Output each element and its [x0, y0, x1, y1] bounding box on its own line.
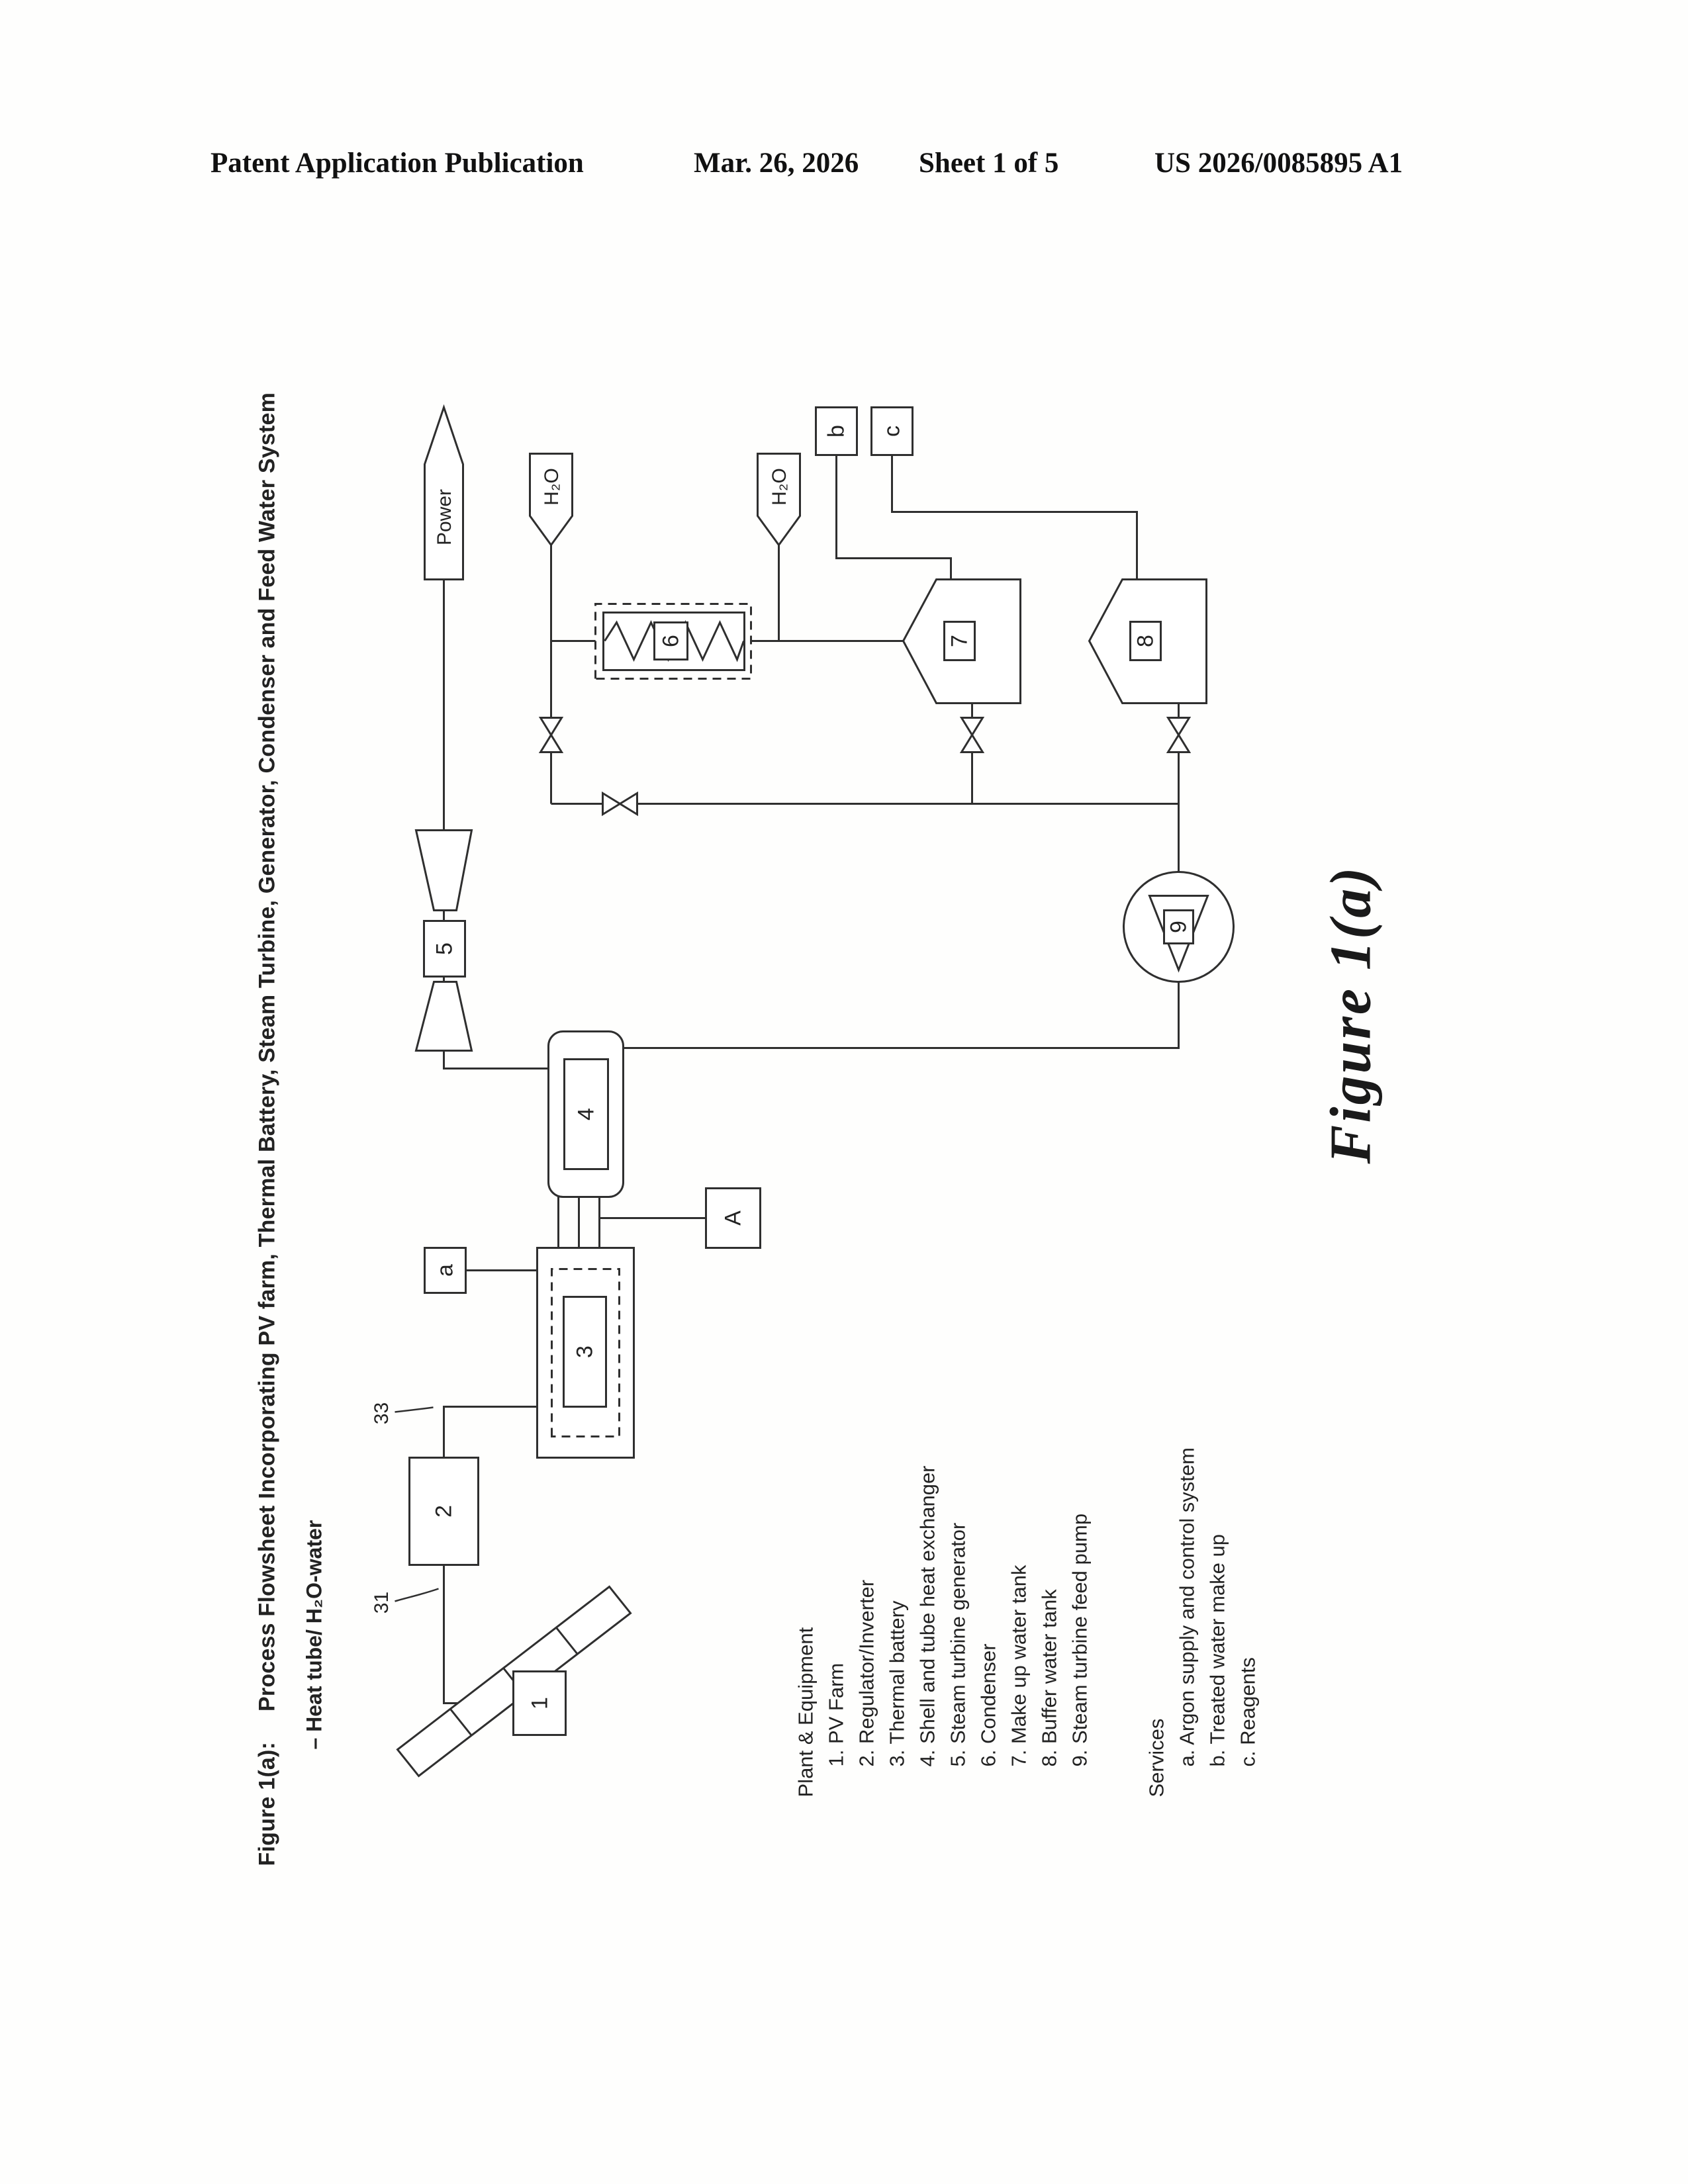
legend-item: 9. Steam turbine feed pump	[1068, 1513, 1092, 1767]
label-feed-pump: 9	[1166, 921, 1192, 933]
flowsheet-diagram: 1 2 3 4 5 6 7 8 9 a A b c Power H₂O H₂O …	[371, 404, 1235, 1778]
legend-services-title: Services	[1145, 1718, 1168, 1797]
module-a-box	[705, 1187, 761, 1249]
label-argon: a	[433, 1264, 458, 1277]
regulator-box	[408, 1457, 479, 1566]
header-patent-number: US 2026/0085895 A1	[1154, 148, 1403, 179]
legend-item: 1. PV Farm	[824, 1662, 848, 1767]
reagents-box	[870, 406, 914, 456]
legend-equipment-title: Plant & Equipment	[794, 1627, 818, 1797]
legend-item: 6. Condenser	[976, 1643, 1000, 1767]
figure-caption: Figure 1(a)	[1319, 865, 1383, 1164]
leader-31	[395, 1588, 439, 1602]
legend-item: 2. Regulator/Inverter	[855, 1579, 878, 1767]
label-treated-water: b	[824, 425, 849, 437]
h2o-flag-makeup	[757, 453, 801, 547]
legend: Plant & Equipment 1. PV Farm 2. Regulato…	[791, 1387, 1264, 1797]
legend-item: 8. Buffer water tank	[1037, 1589, 1061, 1767]
page-header: Patent Application Publication Mar. 26, …	[0, 147, 1688, 187]
label-condenser: 6	[659, 635, 684, 647]
pipe-lines	[443, 455, 1180, 1704]
label-stream-33: 33	[371, 1402, 393, 1424]
legend-item: 7. Make up water tank	[1007, 1565, 1031, 1767]
power-arrow	[424, 404, 464, 580]
legend-item: b. Treated water make up	[1205, 1533, 1229, 1767]
header-sheet: Sheet 1 of 5	[919, 148, 1059, 179]
label-h2o-right: H₂O	[769, 468, 790, 506]
turbine-generator-symbol	[414, 829, 473, 1052]
label-pv: 1	[528, 1697, 553, 1709]
thermal-battery-symbol	[536, 1247, 635, 1459]
treated-water-box	[815, 406, 858, 456]
label-battery: 3	[573, 1345, 598, 1358]
valve-icon-tank8	[1166, 717, 1192, 753]
label-power: Power	[434, 489, 455, 545]
label-makeup-tank: 7	[947, 635, 972, 647]
argon-box	[424, 1247, 467, 1294]
label-stream-31: 31	[371, 1592, 393, 1614]
leader-33	[395, 1406, 434, 1413]
valve-icon-tank7	[959, 717, 985, 753]
pv-panel-symbol	[396, 1585, 632, 1778]
legend-item: 3. Thermal battery	[885, 1600, 909, 1767]
legend-item: c. Reagents	[1236, 1657, 1260, 1767]
label-h2o-left: H₂O	[541, 468, 563, 506]
label-buffer-tank: 8	[1133, 635, 1158, 647]
label-regulator: 2	[432, 1505, 457, 1518]
valve-icon-header	[602, 791, 638, 817]
label-module: A	[721, 1210, 746, 1226]
heat-exchanger-symbol	[547, 1030, 624, 1198]
makeup-water-tank-symbol	[902, 578, 1021, 704]
valve-icon-condensate	[538, 717, 564, 753]
h2o-flag-condenser	[529, 453, 573, 547]
header-date: Mar. 26, 2026	[694, 148, 859, 179]
label-turbine-generator: 5	[432, 942, 457, 955]
legend-item: 5. Steam turbine generator	[946, 1522, 970, 1767]
condenser-symbol	[594, 603, 752, 680]
legend-item: a. Argon supply and control system	[1175, 1447, 1199, 1767]
legend-item: 4. Shell and tube heat exchanger	[915, 1465, 939, 1767]
feed-pump-symbol	[1123, 871, 1235, 983]
header-publication: Patent Application Publication	[211, 148, 584, 179]
label-heat-exchanger: 4	[574, 1108, 599, 1120]
figure-1a-canvas: Figure 1(a):Process Flowsheet Incorporat…	[248, 392, 1462, 1876]
buffer-water-tank-symbol	[1088, 578, 1207, 704]
label-reagents: c	[880, 426, 905, 437]
